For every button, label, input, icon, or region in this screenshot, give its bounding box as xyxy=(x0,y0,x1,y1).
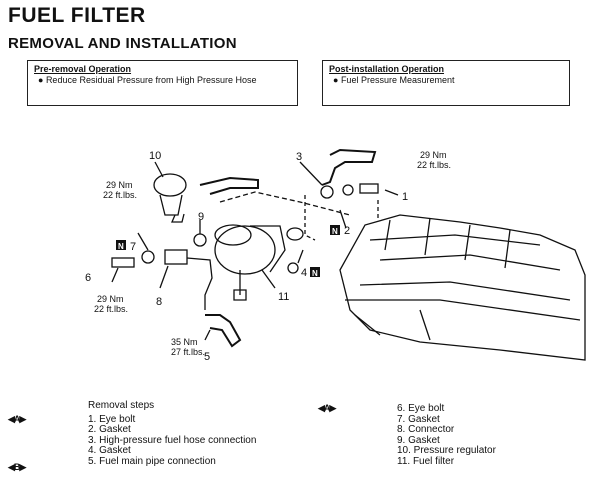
n-mark-7: N xyxy=(118,242,124,251)
callout-5: 5 xyxy=(204,351,210,363)
removal-step: 2. Gasket xyxy=(88,424,131,435)
callout-4: 4 xyxy=(301,267,307,279)
post-installation-heading: Post-installation Operation xyxy=(329,64,445,74)
fuel-main-pipe xyxy=(219,191,351,216)
high-pressure-hose xyxy=(321,148,377,186)
torque-label-lbs: 27 ft.lbs. xyxy=(171,347,205,357)
torque-label-lbs: 22 ft.lbs. xyxy=(94,304,128,314)
torque-label-nm: 35 Nm xyxy=(171,337,198,347)
callout-1: 1 xyxy=(402,191,408,203)
post-installation-item-text: Fuel Pressure Measurement xyxy=(340,75,455,85)
pre-removal-item: ● Reduce Residual Pressure from High Pre… xyxy=(38,75,257,85)
post-installation-box: Post-installation Operation ● Fuel Press… xyxy=(322,60,570,106)
eye-bolt-6 xyxy=(111,257,135,268)
service-mark-a: ◀A▶ xyxy=(8,414,26,424)
torque-label-nm: 29 Nm xyxy=(97,294,124,304)
removal-step: 6. Eye bolt xyxy=(397,403,445,414)
page-subtitle: REMOVAL AND INSTALLATION xyxy=(8,35,237,52)
callout-11: 11 xyxy=(278,291,289,303)
pre-removal-item-text: Reduce Residual Pressure from High Press… xyxy=(45,75,257,85)
removal-steps-left: Removal steps 1. Eye bolt 2. Gasket 3. H… xyxy=(88,400,257,467)
torque-label-lbs: 22 ft.lbs. xyxy=(417,160,451,170)
n-mark-4: N xyxy=(312,269,318,278)
torque-label-nm: 29 Nm xyxy=(420,150,447,160)
n-mark-2: N xyxy=(332,227,338,236)
removal-step: 11. Fuel filter xyxy=(397,455,455,467)
service-mark-b: ◀B▶ xyxy=(8,462,26,472)
callout-7: 7 xyxy=(130,241,136,253)
callout-3: 3 xyxy=(296,151,302,163)
removal-step: 9. Gasket xyxy=(397,434,440,446)
callout-2: 2 xyxy=(344,225,350,237)
pressure-regulator xyxy=(153,173,187,197)
removal-step: 1. Eye bolt xyxy=(88,413,136,425)
pre-removal-box: Pre-removal Operation ● Reduce Residual … xyxy=(27,60,298,106)
callout-9: 9 xyxy=(198,211,204,223)
removal-step: 4. Gasket xyxy=(88,445,131,456)
removal-step: 5. Fuel main pipe connection xyxy=(88,455,216,467)
fuel-filter-diagram: 10 3 1 2 4 5 6 7 8 9 11 N N N 29 Nm 22 f… xyxy=(85,148,586,363)
post-installation-item: ● Fuel Pressure Measurement xyxy=(333,75,455,85)
page-title: FUEL FILTER xyxy=(8,4,146,27)
connector xyxy=(164,249,188,265)
service-mark-a-right: ◀A▶ xyxy=(318,403,336,413)
torque-label-lbs: 22 ft.lbs. xyxy=(103,190,137,200)
pre-removal-heading: Pre-removal Operation xyxy=(34,64,132,74)
removal-step: 10. Pressure regulator xyxy=(397,445,496,456)
removal-step: 3. High-pressure fuel hose connection xyxy=(88,434,257,446)
removal-step: 8. Connector xyxy=(397,424,455,435)
removal-steps-right: 6. Eye bolt 7. Gasket 8. Connector 9. Ga… xyxy=(397,403,496,467)
callout-8: 8 xyxy=(156,296,162,308)
removal-steps-heading: Removal steps xyxy=(88,400,155,411)
removal-step: 7. Gasket xyxy=(397,413,440,425)
eye-bolt-1 xyxy=(359,183,379,194)
fuel-tank xyxy=(339,214,586,361)
torque-label-nm: 29 Nm xyxy=(106,180,133,190)
callout-10: 10 xyxy=(149,150,161,162)
fuel-filter xyxy=(214,225,276,275)
callout-6: 6 xyxy=(85,272,91,284)
